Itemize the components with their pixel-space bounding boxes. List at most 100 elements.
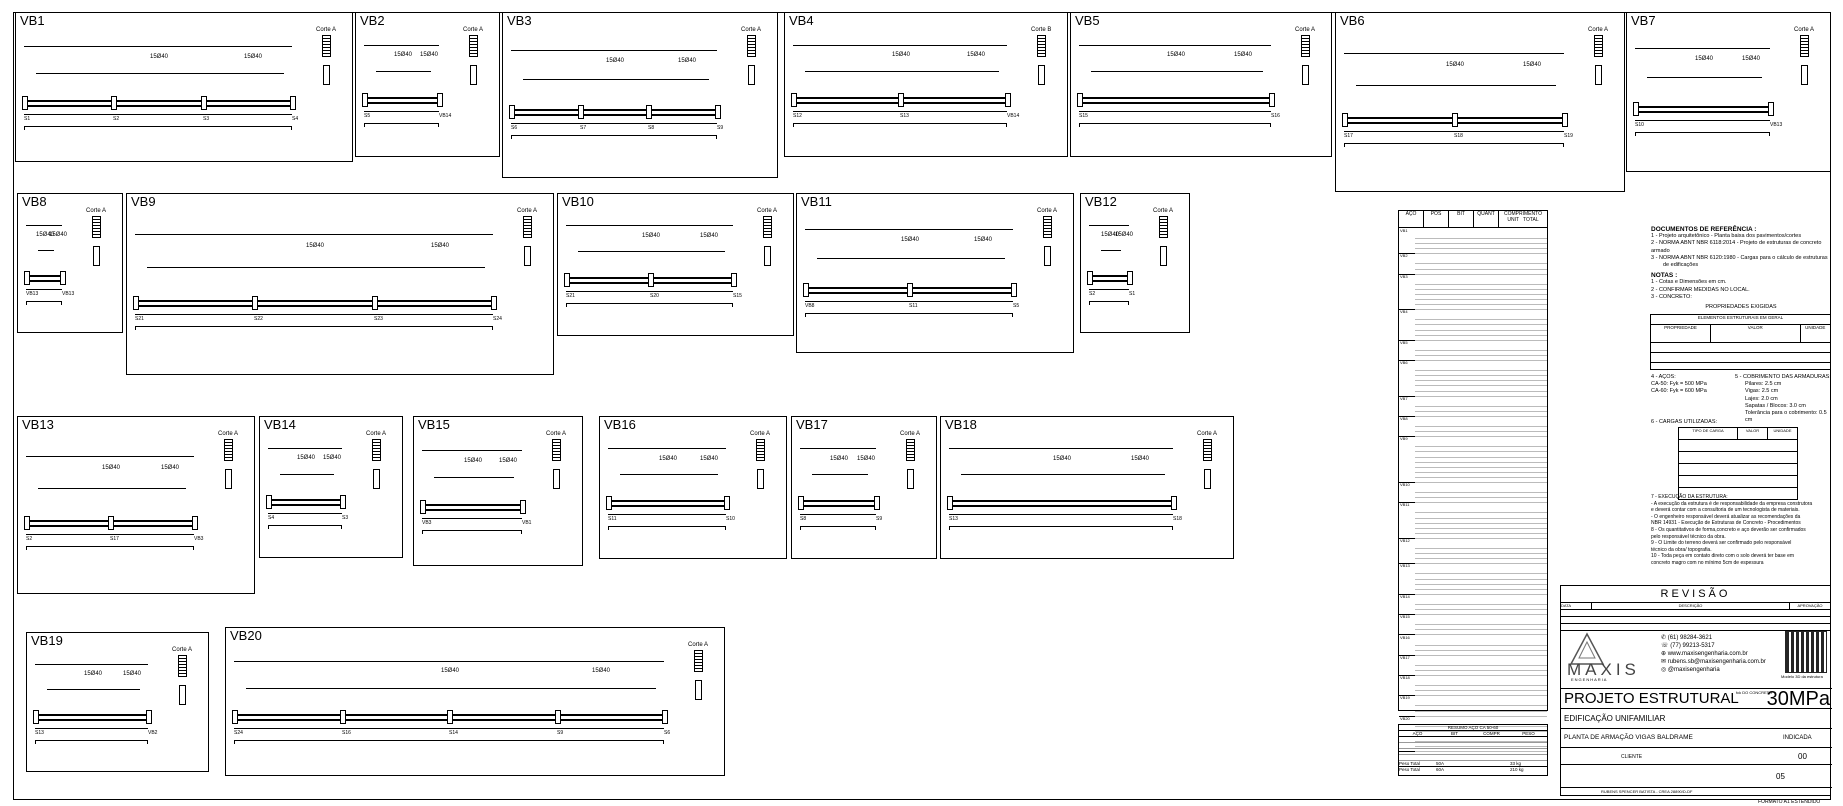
support-column: [133, 296, 139, 310]
panel-title: VB18: [945, 417, 977, 432]
support-column: [724, 496, 730, 510]
support-column: [252, 296, 258, 310]
schedule-row: [1415, 401, 1547, 407]
support-column: [60, 271, 66, 285]
section-label: Corte A: [1794, 27, 1815, 33]
schedule-row: [1415, 243, 1547, 250]
support-label: S2: [1089, 291, 1096, 297]
middle-rebar: [376, 71, 431, 72]
schedule-row: [1415, 568, 1547, 575]
summary-row: Peso Total 60A 210 kg: [1399, 767, 1524, 772]
dimension-line: [422, 530, 522, 534]
project-title: PROJETO ESTRUTURAL: [1564, 690, 1739, 707]
section-label: Corte A: [741, 27, 762, 33]
general-notes: DOCUMENTOS DE REFERÊNCIA : 1 - Projeto a…: [1651, 226, 1831, 311]
section-rect: [1594, 35, 1603, 57]
section-rect: [224, 439, 233, 461]
qr-label: Modelo 3D da estrutura: [1781, 674, 1823, 679]
section-detail: [1038, 65, 1045, 85]
qr-code-icon[interactable]: [1785, 631, 1827, 673]
stirrup-label: 15Ø40: [1131, 456, 1150, 462]
schedule-row: [1415, 263, 1547, 270]
section-cut: Corte A: [218, 431, 238, 489]
scale-value: INDICADA: [1783, 735, 1812, 741]
panel-title: VB4: [789, 13, 814, 28]
support-column: [1011, 283, 1017, 297]
bottom-rebar: [234, 728, 664, 729]
phone-icon: ☏: [1661, 643, 1669, 649]
support-column: [1562, 113, 1568, 127]
support-label: S22: [254, 316, 263, 322]
cover-notes: 5 - COBRIMENTO DAS ARMADURAS: Pilares: 2…: [1735, 374, 1831, 424]
bottom-rebar: [1635, 120, 1770, 121]
section-label: Corte A: [463, 27, 484, 33]
section-cut: Corte A: [463, 27, 483, 85]
dimension-line: [608, 526, 726, 530]
beam-elevation: [947, 500, 1175, 507]
support-label: VB13: [26, 291, 39, 297]
section-label: Corte A: [546, 431, 567, 437]
panel-title: VB15: [418, 417, 450, 432]
schedule-group-name: VB6: [1400, 360, 1408, 366]
schedule-row: [1415, 294, 1547, 301]
section-rect: [1043, 216, 1052, 238]
section-cut: Corte A: [1037, 208, 1057, 266]
beam-elevation: [798, 500, 878, 507]
bottom-rebar: [26, 534, 194, 535]
schedule-row: [1415, 553, 1547, 560]
section-detail: [323, 65, 330, 85]
panel-title: VB20: [230, 628, 262, 643]
section-detail: [93, 246, 100, 266]
section-rect: [469, 35, 478, 57]
schedule-group-name: VB16: [1400, 634, 1410, 640]
support-column: [564, 273, 570, 287]
bottom-rebar: [793, 111, 1007, 112]
section-detail: [757, 469, 764, 489]
support-column: [1269, 93, 1275, 107]
schedule-group: VB6: [1399, 360, 1547, 397]
top-rebar: [608, 448, 726, 449]
notas-title: NOTAS :: [1651, 272, 1678, 280]
top-rebar: [511, 50, 717, 51]
support-column: [33, 710, 39, 724]
bottom-rebar: [26, 289, 62, 290]
schedule-header: AÇO POS BIT QUANT COMPRIMENTO UNIT TOTAL: [1399, 211, 1547, 228]
beam-elevation: [1633, 106, 1772, 113]
stirrup-label: 15Ø40: [1234, 52, 1253, 58]
fck-label: fck DO CONCRETO: [1736, 690, 1773, 695]
schedule-group-name: VB9: [1400, 436, 1408, 442]
schedule-row: [1415, 289, 1547, 295]
schedule-row: [1415, 421, 1547, 428]
support-column: [22, 96, 28, 110]
col-aco: AÇO: [1399, 211, 1424, 227]
schedule-group: VB17: [1399, 655, 1547, 677]
support-column: [1452, 113, 1458, 127]
middle-rebar: [246, 688, 656, 689]
support-column: [715, 105, 721, 119]
schedule-row: [1415, 446, 1547, 453]
schedule-group-name: VB8: [1400, 416, 1408, 421]
section-rect: [322, 35, 331, 57]
support-label: VB1: [522, 520, 532, 526]
middle-rebar: [36, 73, 284, 74]
middle-rebar: [147, 267, 485, 268]
support-column: [1087, 271, 1093, 285]
dimension-line: [1344, 143, 1564, 147]
schedule-row: [1415, 558, 1547, 565]
schedule-row: [1415, 457, 1547, 463]
schedule-group: VB12: [1399, 538, 1547, 565]
section-cut: Corte A: [1588, 27, 1608, 85]
schedule-row: [1415, 589, 1547, 595]
schedule-row: [1415, 299, 1547, 306]
bottom-rebar: [268, 513, 342, 514]
beam-elevation: [22, 100, 294, 107]
middle-rebar: [812, 474, 868, 475]
schedule-row: [1415, 319, 1547, 326]
rebar-schedule-table: AÇO POS BIT QUANT COMPRIMENTO UNIT TOTAL…: [1398, 210, 1548, 753]
support-column: [874, 496, 880, 510]
section-cut: Corte A: [750, 431, 770, 489]
